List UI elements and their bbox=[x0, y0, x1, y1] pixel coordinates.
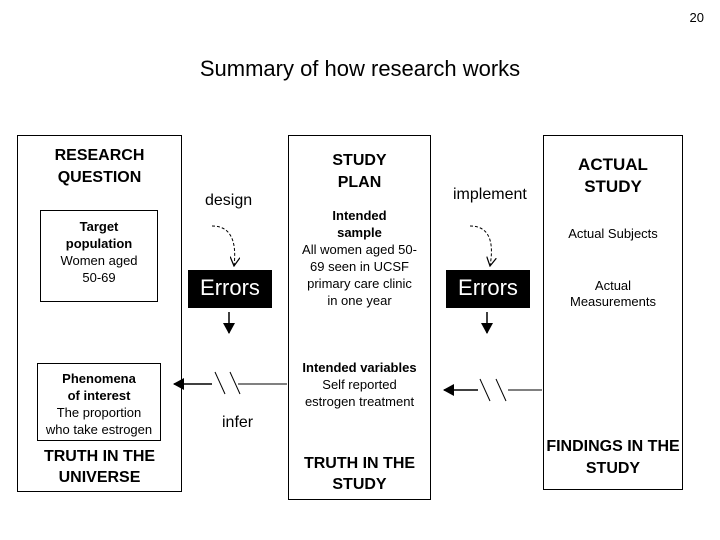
design-curve-arrow bbox=[211, 225, 235, 266]
truth-in-universe-label: TRUTH IN THE UNIVERSE bbox=[43, 448, 156, 486]
implement-label: implement bbox=[453, 186, 527, 203]
study-plan-box bbox=[288, 135, 431, 500]
phenomena-text: Phenomena of interest The proportion who… bbox=[45, 371, 153, 437]
page-title: Summary of how research works bbox=[199, 56, 521, 81]
phenomena-box bbox=[37, 363, 161, 441]
findings-in-study-label: FINDINGS IN THE STUDY bbox=[546, 438, 680, 477]
truth-in-study-label: TRUTH IN THE STUDY bbox=[303, 455, 416, 493]
intended-sample-text: Intended sample All women aged 50- 69 se… bbox=[302, 208, 417, 308]
infer-label: infer bbox=[222, 414, 254, 431]
infer-break-1 bbox=[229, 371, 241, 395]
infer-break-2 bbox=[214, 371, 226, 395]
target-population-text: Target population Women aged 50-69 bbox=[60, 219, 138, 285]
target-population-box bbox=[40, 210, 158, 302]
errors-left-box: Errors bbox=[188, 270, 272, 308]
implement-curve-arrow bbox=[469, 225, 491, 266]
intended-variables-text: Intended variables Self reported estroge… bbox=[302, 360, 417, 409]
actual-study-box bbox=[543, 135, 683, 490]
actual-subjects-label: Actual Subjects bbox=[568, 226, 658, 241]
findings-break-2 bbox=[479, 378, 491, 402]
study-plan-heading: STUDY PLAN bbox=[332, 152, 387, 191]
errors-right-box: Errors bbox=[446, 270, 530, 308]
actual-measurements-label: Actual Measurements bbox=[570, 278, 656, 309]
actual-study-heading: ACTUAL STUDY bbox=[578, 155, 648, 196]
research-question-heading: RESEARCH QUESTION bbox=[54, 147, 145, 186]
findings-break-1 bbox=[495, 378, 507, 402]
design-label: design bbox=[205, 192, 253, 209]
page-number: 20 bbox=[689, 10, 704, 25]
